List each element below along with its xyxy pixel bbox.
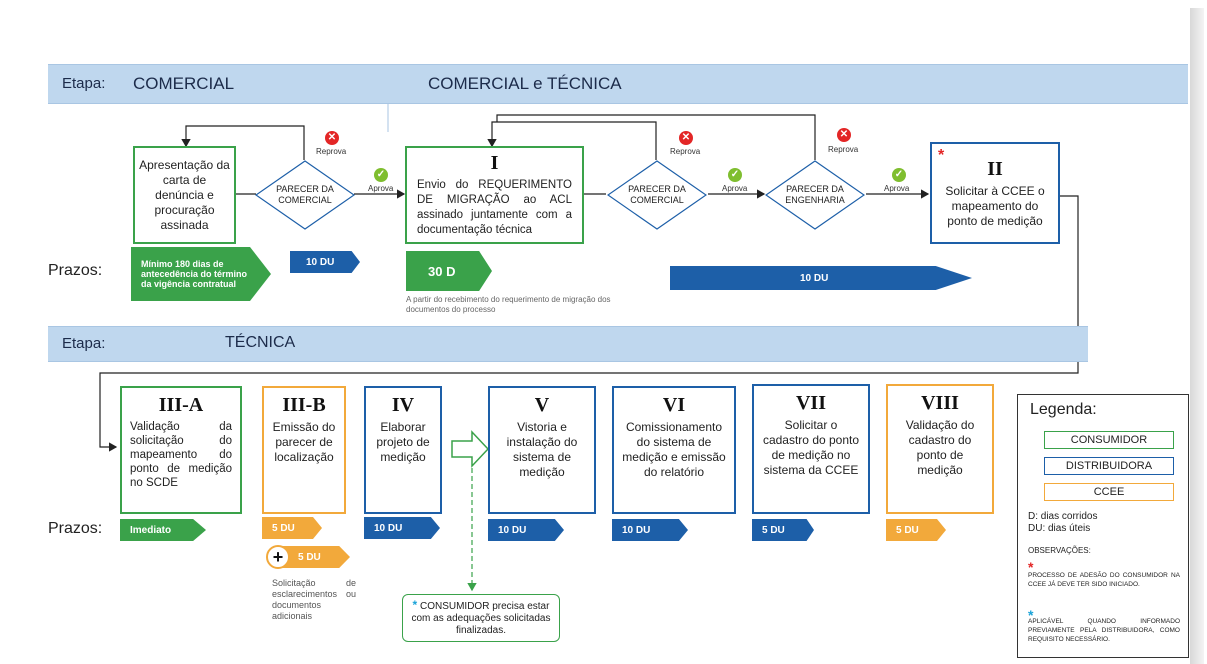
stage-band-tecnica <box>48 326 1088 362</box>
prazos-label-1: Prazos: <box>48 262 103 279</box>
legend-ccee: CCEE <box>1044 483 1174 501</box>
tag-10du-IV: 10 DU <box>364 517 440 539</box>
step-II-text: Solicitar à CCEE o mapeamento do ponto d… <box>945 183 1045 228</box>
step-VII-number: VII <box>795 392 826 414</box>
legend-consumidor: CONSUMIDOR <box>1044 431 1174 449</box>
page-edge-shadow <box>1190 8 1204 664</box>
step-IIIA-number: III-A <box>158 394 204 416</box>
reprova-label-3: Reprova <box>828 145 859 154</box>
red-star-icon: * <box>1028 559 1034 575</box>
step-IIIB-number: III-B <box>282 394 326 416</box>
legend-du: DU: dias úteis <box>1028 523 1091 534</box>
box-carta-denuncia: Apresentação da carta de denúncia e proc… <box>133 146 236 244</box>
reprova-label-1: Reprova <box>316 147 347 156</box>
tag-10du-V: 10 DU <box>488 519 564 541</box>
blue-star-icon: * <box>1028 607 1034 623</box>
note-consumidor-text: CONSUMIDOR precisa estar com as adequaçõ… <box>411 601 551 636</box>
stage-label-2: Etapa: <box>62 335 106 352</box>
step-I-number: I <box>490 152 499 174</box>
step-VI-number: VI <box>662 394 686 416</box>
aprova-icon: ✓ <box>892 168 906 182</box>
aprova-label-1: Aprova <box>368 184 394 193</box>
box-carta-text: Apresentação da carta de denúncia e proc… <box>139 157 230 232</box>
aprova-icon: ✓ <box>374 168 388 182</box>
box-step-I: I Envio do REQUERIMENTO DE MIGRAÇÃO ao A… <box>405 146 584 244</box>
diamond-parecer-comercial-2 <box>607 160 707 230</box>
diamond-parecer-engenharia <box>765 160 865 230</box>
aprova-label-3: Aprova <box>884 184 910 193</box>
aplicavel-star-icon: * <box>412 598 418 612</box>
diamond-2-label: PARECER DA COMERCIAL <box>628 184 686 205</box>
legend-observacoes: OBSERVAÇÕES: <box>1028 546 1091 555</box>
box-step-VII: VII Solicitar o cadastro do ponto de med… <box>752 384 870 514</box>
step-IIIB-text: Emissão do parecer de localização <box>272 420 336 464</box>
diamond-1-label: PARECER DA COMERCIAL <box>276 184 334 205</box>
tag-10du-comercial: 10 DU <box>290 251 360 273</box>
legend-d: D: dias corridos <box>1028 511 1098 522</box>
step-I-text: Envio do REQUERIMENTO DE MIGRAÇÃO ao ACL… <box>417 179 572 236</box>
step-II-number: II <box>987 157 1003 180</box>
step-VII-text: Solicitar o cadastro do ponto de medição… <box>762 418 860 477</box>
step-V-text: Vistoria e instalação do sistema de medi… <box>506 420 578 479</box>
tag-10du-tecnica: 10 DU <box>670 266 972 290</box>
box-step-II: * II Solicitar à CCEE o mapeamento do po… <box>930 142 1060 244</box>
note-consumidor-box: * CONSUMIDOR precisa estar com as adequa… <box>402 594 560 642</box>
aprova-icon: ✓ <box>728 168 742 182</box>
diamond-parecer-comercial-1 <box>255 160 355 230</box>
stage-tecnica-title: TÉCNICA <box>225 334 296 351</box>
tag-5du-VIII: 5 DU <box>886 519 946 541</box>
box-step-VI: VI Comissionamento do sistema de medição… <box>612 386 736 514</box>
box-step-IIIB: III-B Emissão do parecer de localização <box>262 386 346 514</box>
tag-minimo-text: Mínimo 180 dias de antecedência do térmi… <box>141 259 248 289</box>
step-IV-number: IV <box>391 394 415 416</box>
reprova-icon: ✕ <box>837 128 851 142</box>
reprova-icon: ✕ <box>679 131 693 145</box>
note-30d: A partir do recebimento do requerimento … <box>406 295 611 314</box>
aprova-label-2: Aprova <box>722 184 748 193</box>
reprova-icon: ✕ <box>325 131 339 145</box>
legend-obs-1: PROCESSO DE ADESÃO DO CONSUMIDOR NA CCEE… <box>1028 572 1180 588</box>
legend-distribuidora: DISTRIBUIDORA <box>1044 457 1174 475</box>
box-step-IV: IV Elaborar projeto de medição <box>364 386 442 514</box>
step-VI-text: Comissionamento do sistema de medição e … <box>622 420 726 479</box>
diamond-3-label: PARECER DA ENGENHARIA <box>785 184 845 205</box>
tag-5du-IIIB: 5 DU <box>262 517 322 539</box>
reprova-label-2: Reprova <box>670 147 701 156</box>
step-VIII-text: Validação do cadastro do ponto de mediçã… <box>905 418 975 477</box>
box-step-VIII: VIII Validação do cadastro do ponto de m… <box>886 384 994 514</box>
tag-minimo-180-dias: Mínimo 180 dias de antecedência do térmi… <box>131 247 271 301</box>
stage-band-comercial <box>48 64 1188 104</box>
tag-5du-VII: 5 DU <box>752 519 814 541</box>
box-step-V: V Vistoria e instalação do sistema de me… <box>488 386 596 514</box>
tag-10du-VI: 10 DU <box>612 519 688 541</box>
note-solicitacao: Solicitação de esclarecimentos ou docume… <box>272 578 356 621</box>
stage-label: Etapa: <box>62 75 106 92</box>
step-IIIA-text: Validação da solicitação do mapeamento d… <box>130 421 232 489</box>
hollow-arrow-icon <box>451 430 490 468</box>
step-V-number: V <box>534 394 550 416</box>
tag-5du-extra: 5 DU <box>278 546 350 568</box>
tag-imediato: Imediato <box>120 519 206 541</box>
stage-comercial-title: COMERCIAL <box>133 74 235 93</box>
plus-icon: + <box>266 545 290 569</box>
step-VIII-number: VIII <box>921 392 959 414</box>
legend-panel: Legenda: CONSUMIDOR DISTRIBUIDORA CCEE D… <box>1017 394 1189 658</box>
box-step-IIIA: III-A Validação da solicitação do mapeam… <box>120 386 242 514</box>
legend-title: Legenda: <box>1030 401 1097 418</box>
stage-comercial-tecnica-title: COMERCIAL e TÉCNICA <box>428 74 622 93</box>
legend-obs-2: APLICÁVEL QUANDO INFORMADO PREVIAMENTE P… <box>1028 618 1180 643</box>
required-star-icon: * <box>938 147 945 164</box>
step-IV-text: Elaborar projeto de medição <box>376 420 430 464</box>
tag-30d: 30 D <box>406 251 492 291</box>
prazos-label-2: Prazos: <box>48 520 103 537</box>
